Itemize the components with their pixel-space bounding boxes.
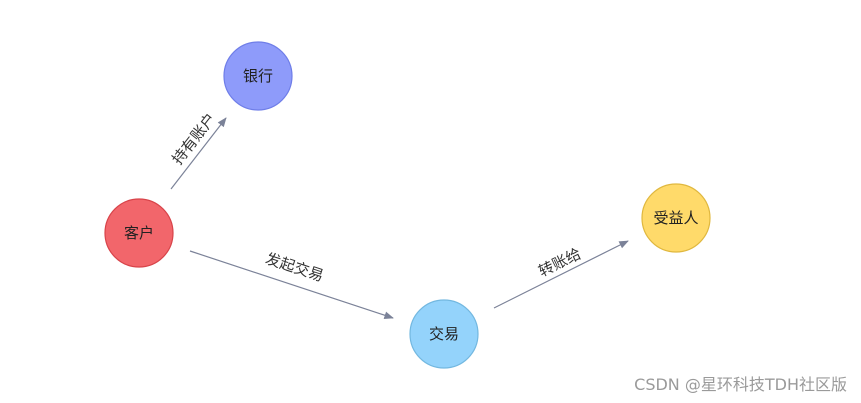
node-customer-label: 客户: [124, 224, 154, 242]
edge-holds-account[interactable]: 持有账户: [168, 110, 227, 190]
edge-transfer-to[interactable]: 转账给: [493, 240, 629, 309]
watermark: CSDN @星环科技TDH社区版: [634, 375, 847, 394]
edge-line[interactable]: [170, 117, 227, 190]
node-customer[interactable]: 客户: [104, 198, 174, 268]
node-transaction[interactable]: 交易: [409, 299, 479, 369]
node-bank-circle[interactable]: [223, 41, 293, 111]
node-bank-label: 银行: [243, 67, 273, 85]
edge-line[interactable]: [189, 250, 394, 319]
edge-initiates-transaction[interactable]: 发起交易: [189, 249, 394, 319]
node-transaction-label: 交易: [429, 325, 459, 343]
node-bank[interactable]: 银行: [223, 41, 293, 111]
node-beneficiary[interactable]: 受益人: [641, 183, 711, 253]
node-customer-circle[interactable]: [104, 198, 174, 268]
edge-line[interactable]: [493, 240, 629, 309]
node-beneficiary-label: 受益人: [653, 209, 698, 227]
node-beneficiary-circle[interactable]: [641, 183, 711, 253]
node-transaction-circle[interactable]: [409, 299, 479, 369]
edge-label-initiates-transaction: 发起交易: [263, 249, 326, 285]
